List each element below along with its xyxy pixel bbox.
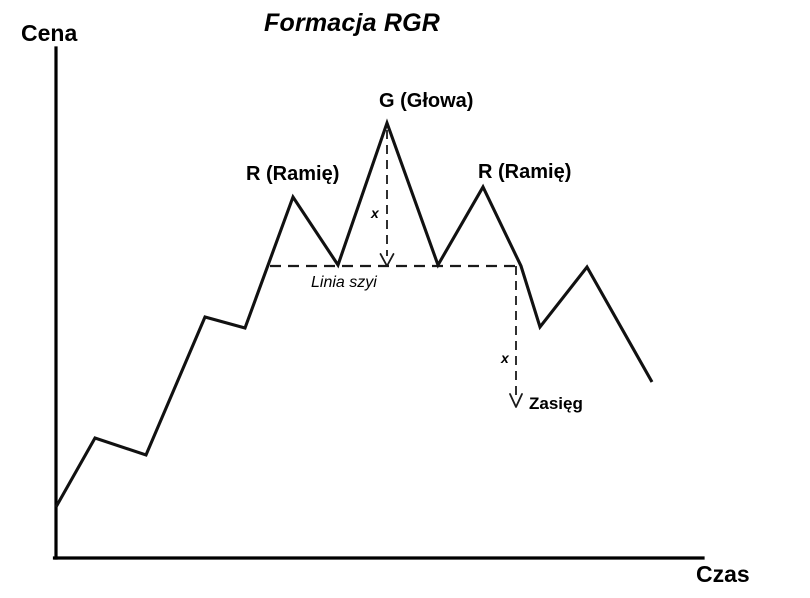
head-label: G (Głowa) [379, 90, 474, 112]
x-axis-label: Czas [696, 561, 750, 587]
head-measure-label: x [371, 205, 379, 221]
price-polyline [54, 118, 654, 508]
target-label: Zasięg [529, 394, 583, 413]
chart-title: Formacja RGR [264, 9, 441, 37]
target-measure-arrowhead [509, 393, 523, 408]
neckline-label: Linia szyi [311, 274, 377, 291]
head-measure-arrowhead [379, 253, 395, 267]
target-measure-label: x [501, 350, 509, 366]
right-shoulder-label: R (Ramię) [478, 161, 572, 183]
left-shoulder-label: R (Ramię) [246, 163, 340, 185]
y-axis-label: Cena [21, 20, 78, 46]
